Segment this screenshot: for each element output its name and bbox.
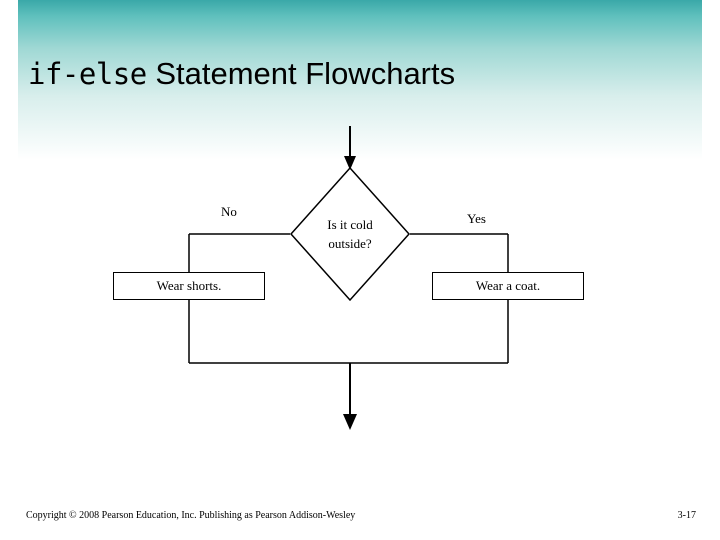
banner-right-margin	[702, 0, 720, 170]
branch-label-no: No	[221, 204, 237, 219]
page-title: if-else Statement Flowcharts	[28, 56, 455, 92]
footer-copyright: Copyright © 2008 Pearson Education, Inc.…	[26, 510, 356, 521]
footer-page-number: 3-17	[677, 510, 696, 521]
decision-line-2: outside?	[328, 236, 372, 251]
process-box-wear-a-coat-label: Wear a coat.	[475, 278, 541, 293]
decision-diamond: Is it cold outside?	[290, 167, 410, 301]
process-box-wear-shorts: Wear shorts.	[113, 272, 265, 300]
process-box-wear-shorts-label: Wear shorts.	[156, 278, 222, 293]
banner-left-margin	[0, 0, 18, 170]
process-box-wear-a-coat: Wear a coat.	[432, 272, 584, 300]
decision-line-1: Is it cold	[327, 217, 373, 232]
page-title-code: if-else	[28, 57, 147, 91]
decision-diamond-label: Is it cold outside?	[290, 167, 410, 301]
branch-label-yes: Yes	[467, 211, 486, 226]
page-title-text: Statement Flowcharts	[146, 56, 456, 91]
